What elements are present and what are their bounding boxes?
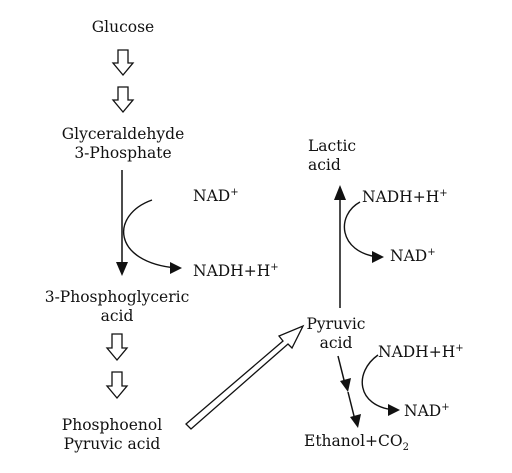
nadh-left-text: NADH+H xyxy=(193,262,271,280)
g3p-line2: 3-Phosphate xyxy=(74,144,172,162)
nadh-left-sup: + xyxy=(270,261,279,273)
curve-nad-to-nadh-left xyxy=(123,199,177,269)
label-nad-left: NAD+ xyxy=(193,187,239,206)
label-glucose: Glucose xyxy=(63,18,183,37)
ethanol-text: Ethanol+CO xyxy=(304,432,403,450)
nadh-ethanol-text: NADH+H xyxy=(378,343,456,361)
arrowhead-lactic xyxy=(334,185,346,200)
hollow-arrow-glucose-1 xyxy=(111,49,135,77)
hollow-arrow-pga-1 xyxy=(105,333,129,362)
nadh-ethanol-sup: + xyxy=(455,342,464,354)
g3p-line1: Glyceraldehyde xyxy=(61,125,185,143)
pep-line1: Phosphoenol xyxy=(61,416,163,434)
nad-left-text: NAD xyxy=(193,187,231,205)
double-arrow-pep-to-pyruvate xyxy=(185,324,305,430)
pga-line1: 3-Phosphoglyceric xyxy=(44,288,190,306)
nad-ethanol-text: NAD xyxy=(404,402,442,420)
pga-line2: acid xyxy=(100,307,134,325)
label-nadh-left: NADH+H+ xyxy=(193,262,279,281)
label-3-phosphoglyceric-acid: 3-Phosphoglyceric acid xyxy=(22,288,212,326)
arrowhead-nad-ethanol xyxy=(388,404,400,416)
pyruvic-line2: acid xyxy=(319,334,353,352)
label-glyceraldehyde-3-phosphate: Glyceraldehyde 3-Phosphate xyxy=(38,125,208,163)
nad-ethanol-sup: + xyxy=(441,401,450,413)
pep-line2: Pyruvic acid xyxy=(63,435,161,453)
lactic-line1: Lactic xyxy=(308,137,357,155)
label-lactic-acid: Lactic acid xyxy=(308,137,356,175)
arrowhead-ethanol-1 xyxy=(340,378,351,392)
nad-lactic-text: NAD xyxy=(390,247,428,265)
ethanol-sub: 2 xyxy=(402,442,409,454)
hollow-arrow-pga-2 xyxy=(105,371,129,400)
nadh-lactic-sup: + xyxy=(439,187,448,199)
nad-left-sup: + xyxy=(230,186,239,198)
curve-nadh-to-nad-ethanol xyxy=(361,354,395,411)
label-pyruvic-acid: Pyruvic acid xyxy=(290,315,382,353)
pyruvic-line1: Pyruvic xyxy=(306,315,366,333)
label-nadh-ethanol: NADH+H+ xyxy=(378,343,464,362)
label-nad-ethanol: NAD+ xyxy=(404,402,450,421)
label-phosphoenol-pyruvic-acid: Phosphoenol Pyruvic acid xyxy=(42,416,182,454)
nad-lactic-sup: + xyxy=(427,246,436,258)
nadh-lactic-text: NADH+H xyxy=(362,188,440,206)
glucose-text: Glucose xyxy=(91,18,155,36)
hollow-arrow-glucose-2 xyxy=(111,86,135,114)
arrowhead-ethanol-2 xyxy=(350,414,361,428)
arrowhead-nad-lactic xyxy=(372,251,384,263)
arrowhead-nadh-left xyxy=(170,262,182,274)
label-nadh-lactic: NADH+H+ xyxy=(362,188,448,207)
arrow-pyruvate-to-ethanol-1 xyxy=(337,355,346,385)
curve-nadh-to-nad-lactic xyxy=(343,201,379,258)
lactic-line2: acid xyxy=(308,156,341,174)
arrow-pyruvate-to-ethanol-2 xyxy=(347,391,356,421)
label-ethanol-co2: Ethanol+CO2 xyxy=(304,432,409,454)
arrowhead-g3p-to-pga xyxy=(116,262,128,276)
label-nad-lactic: NAD+ xyxy=(390,247,436,266)
